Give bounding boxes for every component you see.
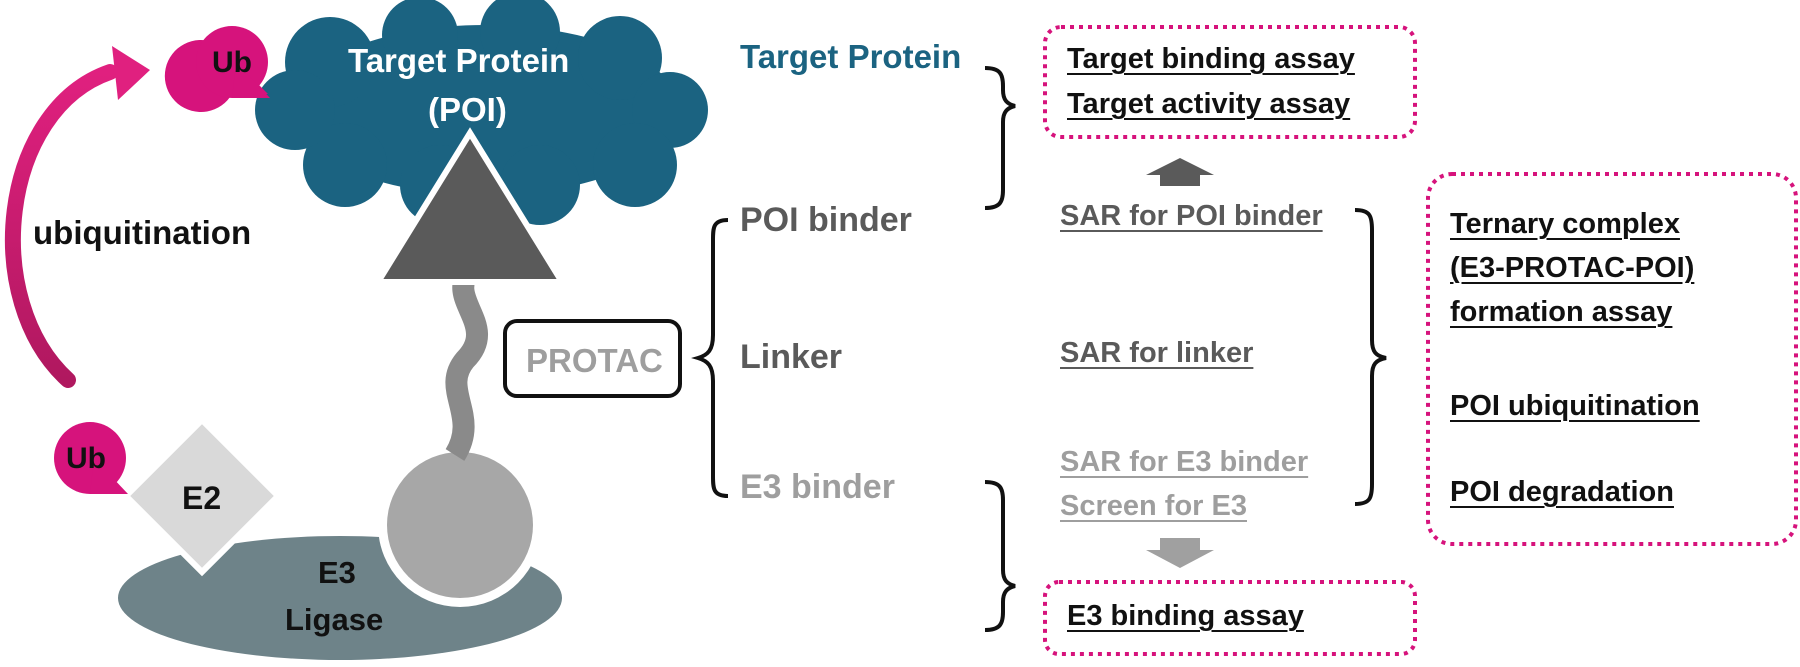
sar-poi-binder: SAR for POI binder	[1060, 200, 1323, 232]
assay-poi-ubiquitination: POI ubiquitination	[1450, 390, 1700, 422]
screen-e3: Screen for E3	[1060, 490, 1247, 522]
down-arrow	[1146, 538, 1214, 568]
target-protein-label-1: Target Protein	[348, 42, 570, 79]
assay-ternary-1: Ternary complex	[1450, 208, 1680, 240]
e3-ligase-label-2: Ligase	[285, 602, 384, 637]
linker-shape	[445, 262, 488, 461]
e2-label: E2	[182, 480, 222, 516]
component-e3-binder: E3 binder	[740, 468, 895, 506]
poi-binder-triangle	[372, 127, 568, 285]
protac-box	[503, 319, 682, 398]
ubiquitination-arrow	[4, 46, 150, 388]
protac-label: PROTAC	[526, 342, 663, 379]
assay-e3-binding: E3 binding assay	[1067, 600, 1304, 632]
ub-label-bottom: Ub	[66, 442, 106, 475]
ub-tag-bottom	[54, 422, 128, 494]
e2-diamond	[121, 415, 283, 577]
brace-e3	[984, 480, 1016, 632]
component-target-protein: Target Protein	[740, 38, 962, 75]
ubiquitination-label: ubiquitination	[33, 214, 252, 251]
component-linker: Linker	[740, 338, 843, 376]
assay-ternary-2: (E3-PROTAC-POI)	[1450, 252, 1695, 284]
e3-ligase-label-1: E3	[318, 555, 356, 590]
sar-linker: SAR for linker	[1060, 337, 1254, 369]
ub-tag-top	[164, 26, 270, 112]
ub-label-top: Ub	[212, 46, 252, 79]
e3-assay-box	[1043, 580, 1417, 656]
target-assay-box	[1043, 25, 1417, 139]
protac-brace	[691, 218, 729, 498]
assay-target-binding: Target binding assay	[1067, 43, 1355, 75]
assay-target-activity: Target activity assay	[1067, 88, 1351, 120]
up-arrow	[1146, 158, 1214, 186]
sar-e3-binder: SAR for E3 binder	[1060, 446, 1309, 478]
brace-sar	[1354, 208, 1387, 506]
component-poi-binder: POI binder	[740, 201, 912, 239]
target-protein-label-2: (POI)	[428, 91, 507, 128]
cellular-assay-box	[1426, 172, 1798, 546]
e3-binder-sphere	[387, 452, 533, 598]
assay-poi-degradation: POI degradation	[1450, 476, 1674, 508]
assay-ternary-3: formation assay	[1450, 296, 1673, 328]
brace-target	[984, 66, 1016, 210]
